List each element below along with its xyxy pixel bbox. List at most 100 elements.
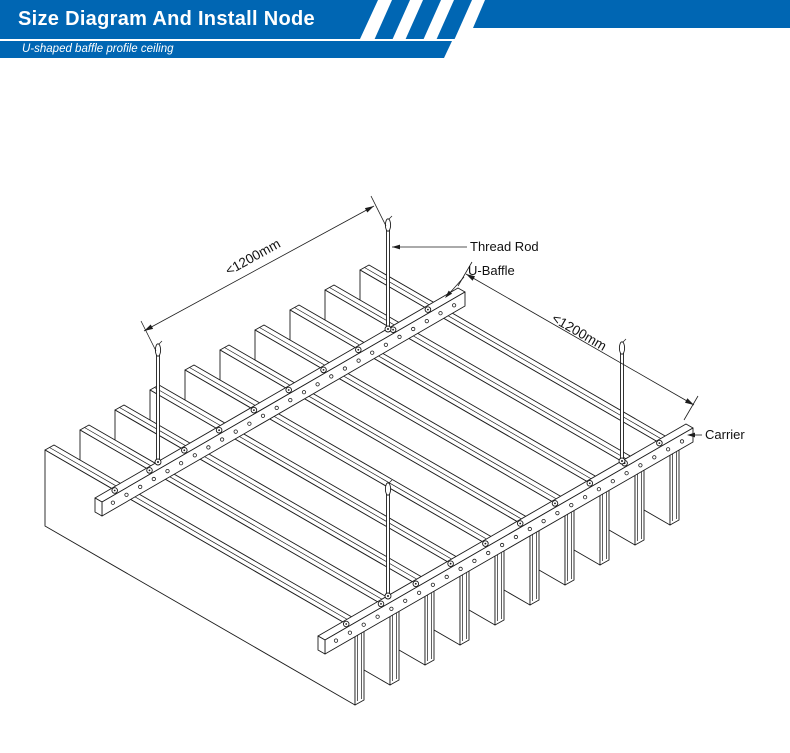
carrier-hole [679,439,685,444]
carrier-hole [541,518,546,524]
install-diagram: <1200mm <1200mm Thread Rod U-Baffle Carr… [44,195,745,706]
carrier-hole [665,447,671,452]
carrier-hole [397,334,402,339]
carrier-end-cap [94,497,103,517]
thread-rod-shaft [620,352,624,462]
carrier-hole [389,606,394,611]
carrier-hole [247,421,252,426]
carrier-hole [165,468,170,474]
thread-rod-label: Thread Rod [470,239,539,254]
baffle-channel-line [154,387,465,567]
page-title: Size Diagram And Install Node [18,8,315,30]
baffle-end-face [599,483,610,566]
carrier-hole [486,550,491,556]
thread-rod-hook [158,340,163,345]
carrier-screw-dot [287,389,290,391]
carrier-screw-dot [554,502,556,505]
dimension-line [465,273,695,406]
extension-line [140,320,157,352]
carrier-screw-dot [113,489,116,492]
carrier-hole [582,495,588,500]
carrier-hole [206,445,211,450]
carrier-screw-dot [253,409,255,411]
carrier-hole [315,382,320,387]
header-right-band [473,0,790,28]
carrier-hole [329,374,334,379]
carrier-hole [416,590,422,595]
baffle-channel-line [329,287,640,467]
baffle-channel-line [259,327,570,507]
carrier-hole [527,526,532,532]
arrowhead-icon [392,244,400,250]
carrier-hole [288,397,293,403]
carrier-screw-dot [322,369,325,371]
carrier-hole [610,479,615,484]
arrowhead-icon [687,432,695,438]
carrier-hole [383,342,388,347]
baffle-channel-line [49,447,360,627]
header-stripe [405,0,441,39]
carrier-hole [430,582,435,587]
carrier-hole [438,311,443,316]
thread-rod-shaft [386,493,390,597]
extension-line [683,395,699,421]
thread-rod-eye [384,482,392,496]
arrowhead-icon [445,290,453,298]
carrier-hole [220,437,225,442]
thread-rod-hook [622,338,627,343]
carrier-hole [192,453,197,458]
thread-rod-nut-dot [157,461,159,463]
carrier-hole [499,542,505,548]
baffle-channel-line [224,347,535,527]
carrier-hole [110,500,116,505]
carrier-hole [356,358,361,363]
thread-rod-shaft [156,354,160,463]
extension-line [457,261,473,287]
thread-rod-nut-dot [621,460,623,462]
carrier-hole [301,390,307,395]
carrier-hole [342,366,347,371]
arrowhead-icon [364,206,374,213]
thread-rod-eye [154,343,162,357]
carrier-hole [596,487,602,492]
carrier-hole [403,598,408,603]
carrier-screw-dot [148,469,151,472]
baffle-channel-line [119,407,430,587]
carrier-screw-dot [218,429,221,432]
baffle-channel-line [294,307,605,487]
carrier-hole [361,622,366,627]
header-stripe [436,0,472,39]
carrier-screw-dot [380,603,382,605]
page-subtitle: U-shaped baffle profile ceiling [22,43,174,55]
thread-rods [154,215,627,600]
carrier-hole [472,558,477,563]
thread-rod-hook [388,215,393,220]
arrowhead-icon [685,398,694,405]
carrier-screw-dot [392,328,394,331]
dimension-right-label: <1200mm [549,311,609,354]
carrier-screw-dot [658,442,661,444]
carriers [94,287,694,655]
carrier-hole [333,638,339,643]
u-baffle-label: U-Baffle [468,263,515,278]
baffle-end-face [424,583,435,666]
carrier-screw-dot [427,308,429,311]
baffle-end-face [529,523,540,606]
extension-line [370,195,387,227]
thread-rod-nut-dot [387,595,389,597]
carrier-hole [569,502,574,508]
thread-rod-hook [388,479,393,484]
subtitle-bar: U-shaped baffle profile ceiling [0,41,452,58]
arrowhead-icon [144,324,154,331]
carrier-screw-dot [183,449,186,452]
carrier-hole [179,461,184,466]
carrier-screw-dot [414,582,417,585]
baffle-end-face [494,543,505,626]
arrowhead-icon [466,274,475,281]
carrier-screw-dot [519,522,522,525]
carrier-hole [274,405,279,410]
thread-rod-eye [618,341,626,355]
carrier-screw-dot [588,482,591,485]
carrier-hole [638,463,643,468]
carrier-screw-dot [484,542,487,545]
